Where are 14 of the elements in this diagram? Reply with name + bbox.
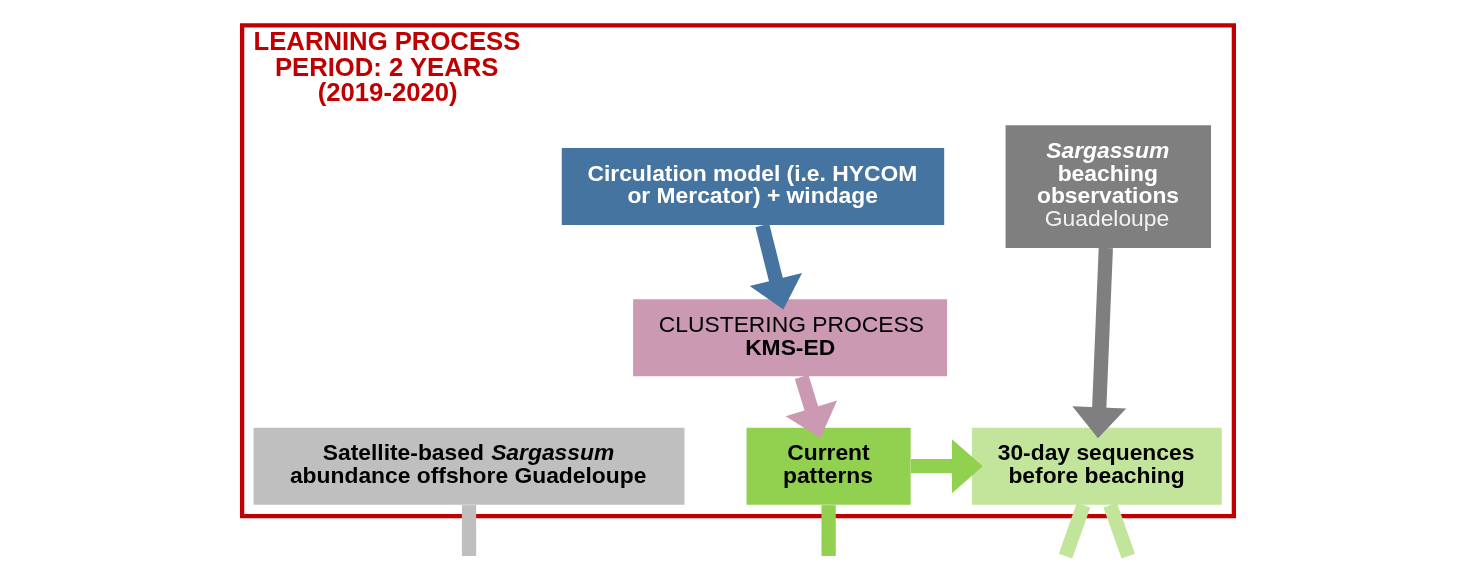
node-box: Satellite-based Sargassum abundance offshore Guadeloupe: [253, 427, 685, 505]
node-box: Sargassum beaching observations Guadeloupe: [1005, 125, 1212, 248]
connector: [461, 505, 477, 557]
node-box: Current patterns: [746, 427, 911, 505]
connector: [821, 505, 836, 557]
connector: [1058, 502, 1091, 559]
arrow: [910, 439, 983, 494]
arrow: [1072, 247, 1127, 439]
arrow: [785, 374, 838, 438]
arrow: [749, 223, 803, 310]
node-box: Circulation model (i.e. HYCOM or Mercator) + windage: [561, 148, 945, 226]
connector: [1103, 502, 1135, 559]
node-box: CLUSTERING PROCESS KMS-ED: [633, 299, 948, 377]
node-box: 30-day sequences before beaching: [972, 427, 1222, 505]
